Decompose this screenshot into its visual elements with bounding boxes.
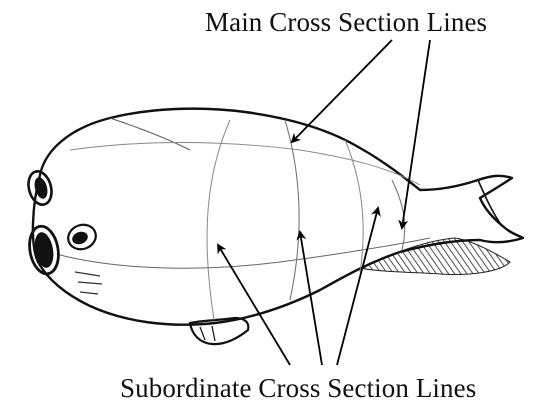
seal-nostril — [65, 221, 100, 253]
arrow-main-2 — [402, 40, 430, 228]
head-contour-line — [110, 118, 190, 150]
arrow-subordinate-1 — [218, 245, 290, 365]
seal-body-outline — [33, 109, 523, 325]
main-cross-section-line-2 — [392, 180, 405, 250]
seal-eye-lower — [26, 224, 62, 276]
subordinate-cross-section-label: Subordinate Cross Section Lines — [120, 372, 476, 404]
main-cross-section-line-1 — [285, 120, 299, 300]
subordinate-cross-section-line-1 — [207, 120, 230, 320]
arrow-main-1 — [292, 40, 392, 142]
arrow-subordinate-3 — [337, 208, 378, 365]
main-cross-section-label: Main Cross Section Lines — [205, 6, 487, 38]
whisker-marks — [75, 272, 102, 294]
